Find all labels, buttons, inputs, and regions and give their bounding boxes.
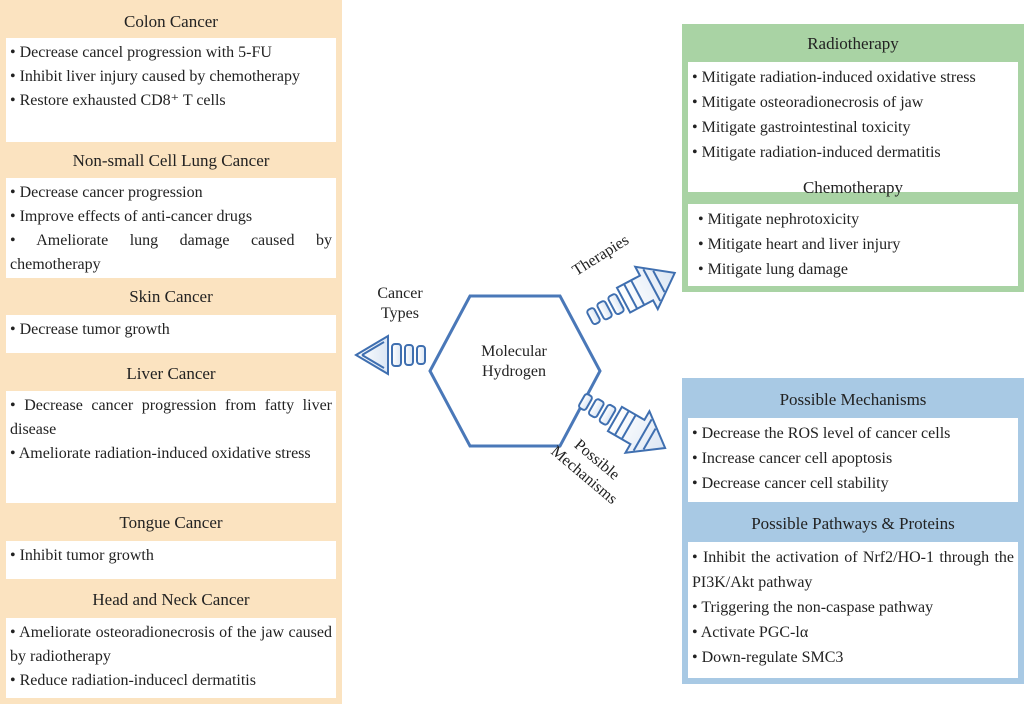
mechanism-item-1: • Decrease the ROS level of cancer cells xyxy=(692,425,951,442)
liver-cancer-box: • Decrease cancer progression from fatty… xyxy=(6,391,336,503)
radiotherapy-item-4: • Mitigate radiation-induced dermatitis xyxy=(692,144,941,161)
head-neck-item-1: • Ameliorate osteoradionecrosis of the j… xyxy=(10,624,332,665)
pathway-item-2: • Triggering the non-caspase pathway xyxy=(692,599,934,616)
radiotherapy-box: • Mitigate radiation-induced oxidative s… xyxy=(688,62,1018,192)
head-neck-box: • Ameliorate osteoradionecrosis of the j… xyxy=(6,618,336,698)
radiotherapy-item-3: • Mitigate gastrointestinal toxicity xyxy=(692,119,911,136)
chemotherapy-box: • Mitigate nephrotoxicity • Mitigate hea… xyxy=(688,204,1018,286)
nsclc-item-2: • Improve effects of anti-cancer drugs xyxy=(10,208,253,225)
liver-item-1: • Decrease cancer progression from fatty… xyxy=(10,397,332,438)
colon-cancer-box: • Decrease cancel progression with 5-FU … xyxy=(6,38,336,142)
skin-cancer-box: • Decrease tumor growth xyxy=(6,315,336,353)
nsclc-box: • Decrease cancer progression • Improve … xyxy=(6,178,336,278)
head-neck-title: Head and Neck Cancer xyxy=(92,590,250,609)
colon-item-1: • Decrease cancel progression with 5-FU xyxy=(10,44,272,61)
nsclc-title: Non-small Cell Lung Cancer xyxy=(72,151,270,170)
chemotherapy-title: Chemotherapy xyxy=(802,178,904,197)
colon-cancer-title: Colon Cancer xyxy=(124,12,218,31)
chemotherapy-item-2: • Mitigate heart and liver injury xyxy=(698,236,901,253)
possible-mechanisms-title: Possible Mechanisms xyxy=(779,390,927,409)
skin-cancer-title: Skin Cancer xyxy=(129,287,213,306)
hub-label: Molecular Hydrogen xyxy=(474,342,554,382)
tongue-cancer-title: Tongue Cancer xyxy=(119,513,223,532)
pathway-item-3: • Activate PGC-lα xyxy=(692,624,809,641)
cancer-types-panel: Colon Cancer • Decrease cancel progressi… xyxy=(0,0,342,704)
arrow-cancer-types xyxy=(354,334,426,376)
therapies-panel: Radiotherapy • Mitigate radiation-induce… xyxy=(682,24,1024,292)
radiotherapy-item-2: • Mitigate osteoradionecrosis of jaw xyxy=(692,94,924,111)
pathways-box: • Inhibit the activation of Nrf2/HO-1 th… xyxy=(688,542,1018,678)
tongue-item-1: • Inhibit tumor growth xyxy=(10,547,154,564)
arrow-mechanisms xyxy=(578,393,667,455)
tongue-cancer-box: • Inhibit tumor growth xyxy=(6,541,336,579)
mechanism-item-2: • Increase cancer cell apoptosis xyxy=(692,450,893,467)
mechanisms-panel: Possible Mechanisms • Decrease the ROS l… xyxy=(682,378,1024,684)
nsclc-item-3: • Ameliorate lung damage caused by chemo… xyxy=(10,232,332,273)
pathways-title: Possible Pathways & Proteins xyxy=(751,514,955,533)
colon-item-2: • Inhibit liver injury caused by chemoth… xyxy=(10,68,300,85)
hub-label-line2: Hydrogen xyxy=(482,363,546,380)
cancer-types-line1: Cancer xyxy=(377,285,423,302)
colon-item-3: • Restore exhausted CD8⁺ T cells xyxy=(10,92,226,109)
radiotherapy-title: Radiotherapy xyxy=(807,34,899,53)
pathway-item-4: • Down-regulate SMC3 xyxy=(692,649,844,666)
liver-item-2: • Ameliorate radiation-induced oxidative… xyxy=(10,445,311,462)
head-neck-item-2: • Reduce radiation-inducecl dermatitis xyxy=(10,672,256,689)
arrow-therapies xyxy=(586,265,677,326)
hexagon-hub xyxy=(428,294,602,448)
liver-cancer-title: Liver Cancer xyxy=(126,364,216,383)
chemotherapy-item-3: • Mitigate lung damage xyxy=(698,261,849,278)
hub-label-line1: Molecular xyxy=(481,343,547,360)
chemotherapy-item-1: • Mitigate nephrotoxicity xyxy=(698,211,860,228)
possible-mechanisms-box: • Decrease the ROS level of cancer cells… xyxy=(688,418,1018,502)
cancer-types-label: Cancer Types xyxy=(364,284,436,324)
radiotherapy-item-1: • Mitigate radiation-induced oxidative s… xyxy=(692,69,976,86)
mechanism-item-3: • Decrease cancer cell stability xyxy=(692,475,889,492)
nsclc-item-1: • Decrease cancer progression xyxy=(10,184,203,201)
pathway-item-1: • Inhibit the activation of Nrf2/HO-1 th… xyxy=(692,549,1014,591)
skin-item-1: • Decrease tumor growth xyxy=(10,321,170,338)
cancer-types-line2: Types xyxy=(381,305,419,322)
